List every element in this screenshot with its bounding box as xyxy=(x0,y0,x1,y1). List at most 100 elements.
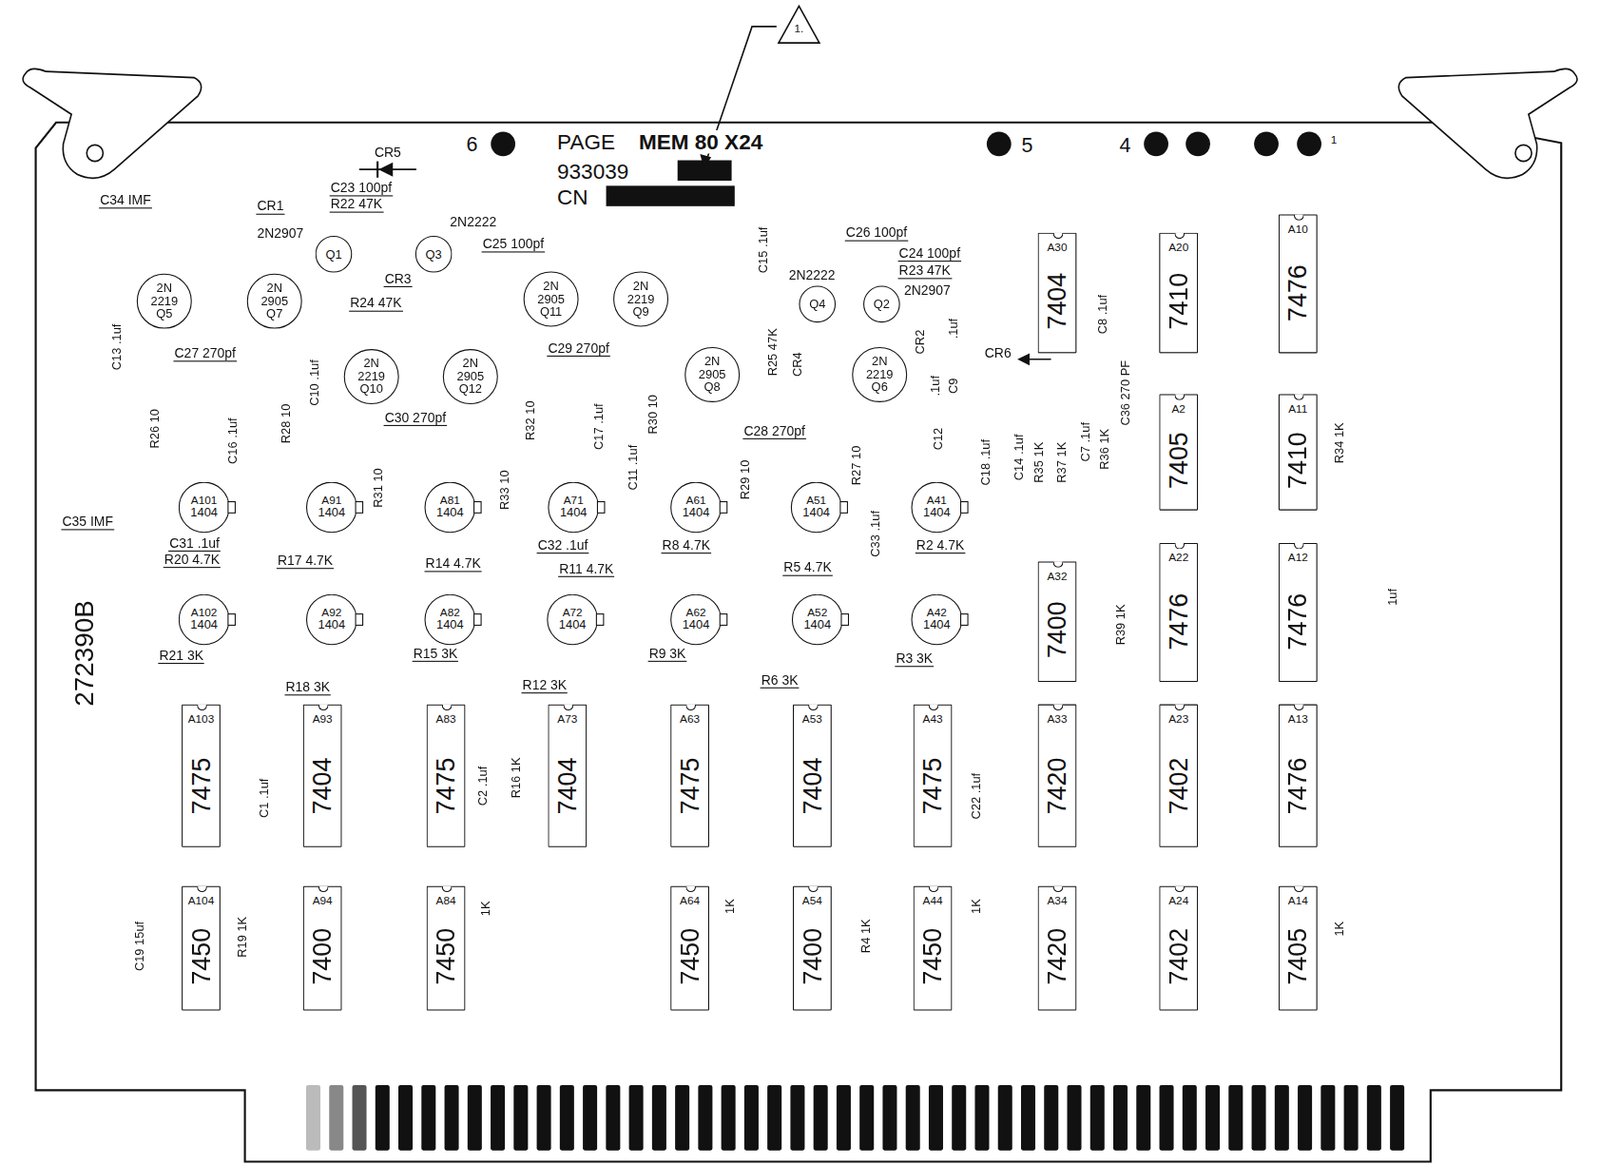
connector-finger xyxy=(744,1084,759,1151)
chip-type: 7475 xyxy=(430,756,461,814)
board-label: C32 .1uf xyxy=(537,538,590,554)
connector-finger xyxy=(1205,1084,1220,1151)
part-label: A51 xyxy=(806,494,827,506)
transistor-can: Q2 xyxy=(863,286,901,324)
connector-finger xyxy=(652,1084,667,1151)
can-tab xyxy=(597,501,606,514)
board-label: R23 47K xyxy=(898,263,952,279)
board-label: 5 xyxy=(1020,134,1034,157)
chip-ref: A32 xyxy=(1039,569,1077,582)
connector-finger xyxy=(1159,1084,1175,1151)
board-label: 4 xyxy=(1118,134,1132,157)
dip-chip: A23 7402 xyxy=(1158,704,1198,848)
connector-finger xyxy=(490,1084,505,1151)
component-label: C13 .1uf xyxy=(110,323,124,372)
can-tab xyxy=(227,501,236,514)
connector-finger xyxy=(1021,1084,1036,1151)
chip-ref: A23 xyxy=(1159,712,1197,725)
pin1-notch xyxy=(442,704,453,711)
connector-finger xyxy=(906,1084,921,1151)
chip-type: 7402 xyxy=(1163,756,1194,814)
chip-ref: A20 xyxy=(1159,240,1197,253)
dip-chip: A93 7404 xyxy=(303,704,343,848)
pin1-notch xyxy=(1293,704,1305,711)
connector-finger xyxy=(1320,1084,1335,1151)
ic-can: A421404 xyxy=(910,594,963,646)
ic-can: A711404 xyxy=(547,481,599,534)
component-label: R28 10 xyxy=(280,403,294,445)
component-label: C16 .1uf xyxy=(227,416,241,465)
board-label: C24 100pf xyxy=(898,246,963,262)
chip-ref: A12 xyxy=(1279,551,1317,564)
chip-ref: A103 xyxy=(182,712,220,725)
chip-ref: A83 xyxy=(427,712,465,725)
chip-type: 7404 xyxy=(308,756,338,814)
can-tab xyxy=(355,501,365,514)
board-label: R17 4.7K xyxy=(276,553,334,569)
board-label: CR1 xyxy=(255,199,285,215)
transistor-can: Q4 xyxy=(798,286,836,324)
chip-type: 7410 xyxy=(1163,272,1194,330)
can-tab xyxy=(839,501,849,514)
board-label: R8 4.7K xyxy=(661,538,713,554)
test-point xyxy=(1143,131,1169,156)
dip-chip: A947400 xyxy=(303,886,343,1011)
part-label: A41 xyxy=(926,494,947,506)
board-label: C28 270pf xyxy=(742,424,807,440)
chip-ref: A93 xyxy=(304,712,342,725)
chip-type: 7476 xyxy=(1283,593,1313,651)
ic-can: A521404 xyxy=(791,594,844,646)
board-label: C25 100pf xyxy=(481,236,546,252)
dip-chip: A137476 xyxy=(1278,704,1318,848)
component-label: R36 1K xyxy=(1098,427,1112,471)
ic-can: A811404 xyxy=(424,481,477,534)
diode-symbol xyxy=(378,162,393,177)
can-tab xyxy=(840,613,849,626)
board-label: R11 4.7K xyxy=(558,561,615,578)
chip-type: 7420 xyxy=(1041,756,1072,814)
pin1-notch xyxy=(1174,232,1185,239)
can-tab xyxy=(719,501,729,514)
connector-finger xyxy=(513,1084,528,1151)
part-ref: Q6 xyxy=(871,381,888,395)
dip-chip: A447450 xyxy=(913,886,953,1011)
connector-finger xyxy=(1252,1084,1267,1151)
part-label: 2N 2219 xyxy=(862,355,897,382)
connector-finger xyxy=(352,1084,367,1151)
board-label: C23 100pf xyxy=(329,180,394,196)
transistor-can: 2N 2905Q11 xyxy=(523,271,579,328)
component-label: R26 10 xyxy=(148,407,162,450)
part-ref: Q8 xyxy=(704,381,721,395)
component-label: R4 1K xyxy=(859,917,873,954)
can-tab xyxy=(473,613,482,626)
component-label: C11 .1uf xyxy=(626,443,640,492)
component-label: C36 270 PF xyxy=(1118,359,1133,427)
chip-type: 7475 xyxy=(917,756,947,814)
component-label: R16 1K xyxy=(509,755,523,799)
connector-finger xyxy=(951,1084,966,1151)
connector-finger xyxy=(721,1084,736,1151)
dip-chip: A347420 xyxy=(1038,886,1078,1011)
pin1-notch xyxy=(808,886,819,892)
connector-finger xyxy=(467,1084,482,1151)
transistor-can: 2N 2219Q9 xyxy=(613,271,669,328)
chip-ref: A53 xyxy=(793,712,831,725)
pin1-notch xyxy=(1053,232,1064,239)
transistor-can: 2N 2905Q12 xyxy=(443,348,499,405)
pin1-notch xyxy=(318,704,329,711)
dip-chip: A20 7410 xyxy=(1158,232,1198,354)
chip-type: 7400 xyxy=(797,927,828,985)
component-label: 1uf xyxy=(1386,587,1400,607)
pin1-notch xyxy=(196,704,208,711)
pin1-notch xyxy=(442,886,453,892)
pin1-notch xyxy=(1174,704,1185,711)
ic-can: A411404 xyxy=(910,481,963,534)
part-label: A42 xyxy=(926,607,947,619)
part-label: 2N 2905 xyxy=(453,357,488,384)
connector-finger xyxy=(1297,1084,1312,1151)
board-label: R14 4.7K xyxy=(424,556,482,572)
board-label: R20 4.7K xyxy=(163,552,221,568)
component-label: C17 .1uf xyxy=(592,402,606,451)
component-label: C22 .1uf xyxy=(969,771,984,821)
board-label: R3 3K xyxy=(894,651,934,667)
